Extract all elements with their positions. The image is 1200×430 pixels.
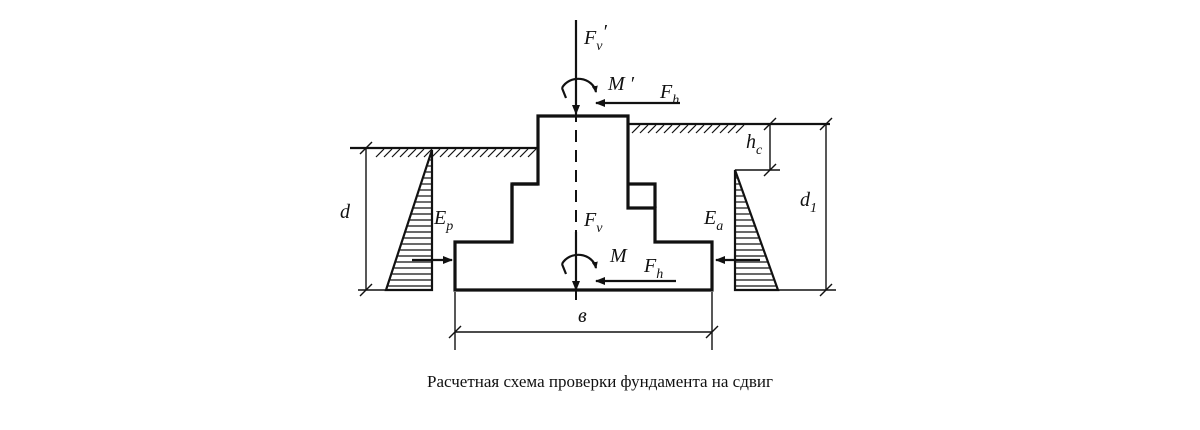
moment-top-arrow — [561, 77, 598, 93]
hatch-line — [503, 148, 513, 158]
moment-mid-arrow — [561, 253, 598, 269]
hatch-line — [527, 148, 537, 158]
label-d: d — [340, 201, 351, 223]
hatch-line — [479, 148, 489, 158]
figure-caption: Расчетная схема проверки фундамента на с… — [427, 372, 773, 391]
ground-surface — [350, 122, 830, 158]
label-fv-top: Fv′ — [583, 21, 607, 54]
label-hc: hc — [746, 131, 763, 158]
hatch-line — [511, 148, 521, 158]
hatch-line — [391, 148, 401, 158]
hatch-line — [703, 124, 713, 134]
label-fv-mid: Fv — [583, 209, 603, 236]
hatch-line — [471, 148, 481, 158]
hatch-line — [455, 148, 465, 158]
moment-top-tail — [560, 87, 568, 99]
hatch-line — [711, 124, 721, 134]
hatch-line — [631, 124, 641, 134]
hatch-line — [415, 148, 425, 158]
label-fh-mid: Fh — [643, 255, 663, 282]
hatch-line — [639, 124, 649, 134]
hatch-line — [663, 124, 673, 134]
label-m-mid: M — [609, 245, 628, 267]
label-ea: Ea — [703, 207, 723, 234]
hatch-line — [463, 148, 473, 158]
hatch-line — [519, 148, 529, 158]
dimension-d1 — [778, 117, 836, 297]
foundation-outline — [453, 114, 714, 292]
hatch-line — [735, 124, 745, 134]
ground-hatching-left — [375, 148, 537, 158]
active-pressure-diagram — [715, 169, 780, 292]
hatch-line — [727, 124, 737, 134]
dimension-hc — [735, 117, 780, 177]
passive-pressure-diagram — [384, 149, 453, 292]
dimension-b — [448, 292, 719, 350]
hatch-line — [647, 124, 657, 134]
hatch-line — [655, 124, 665, 134]
dimension-d — [358, 141, 386, 297]
hatch-line — [687, 124, 697, 134]
label-fh-top: Fh — [659, 81, 679, 108]
hatch-line — [447, 148, 457, 158]
label-m-top: M ′ — [607, 73, 635, 95]
moment-mid-tail — [560, 263, 568, 275]
hatch-line — [431, 148, 441, 158]
hatch-line — [495, 148, 505, 158]
hatch-line — [383, 148, 393, 158]
label-d1: d1 — [800, 189, 817, 216]
hatch-line — [671, 124, 681, 134]
ground-hatching-right — [631, 124, 745, 134]
hatch-line — [399, 148, 409, 158]
hatch-line — [423, 148, 433, 158]
hatch-line — [439, 148, 449, 158]
label-b: в — [578, 305, 587, 327]
hatch-line — [679, 124, 689, 134]
label-ep: Ep — [433, 207, 453, 234]
hatch-line — [487, 148, 497, 158]
hatch-line — [719, 124, 729, 134]
hatch-line — [375, 148, 385, 158]
hatch-line — [407, 148, 417, 158]
hatch-line — [695, 124, 705, 134]
foundation-steps — [510, 182, 657, 242]
